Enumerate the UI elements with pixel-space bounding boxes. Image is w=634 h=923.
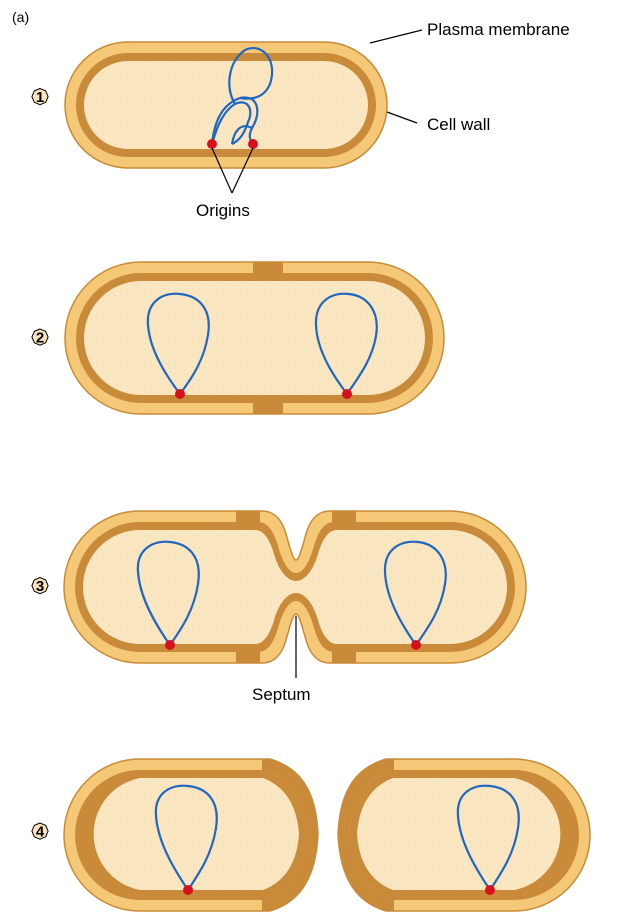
septum-wall bbox=[332, 511, 356, 522]
cytoplasm bbox=[84, 61, 368, 149]
cytoplasm bbox=[357, 778, 560, 890]
step-4-left-cell bbox=[64, 759, 318, 911]
origins-label: Origins bbox=[196, 201, 250, 220]
leader-line bbox=[370, 30, 422, 43]
step-number: 4 bbox=[36, 824, 45, 841]
step-badge-3: 3 bbox=[32, 578, 48, 596]
cytoplasm bbox=[84, 281, 425, 395]
origin-dot bbox=[485, 885, 495, 895]
septum-mark bbox=[253, 262, 283, 273]
panel-label: (a) bbox=[12, 9, 29, 25]
cytoplasm bbox=[94, 778, 299, 890]
septum-mark bbox=[253, 403, 283, 414]
septum-label: Septum bbox=[252, 685, 311, 704]
step-3-cell bbox=[64, 511, 526, 663]
step-badge-1: 1 bbox=[32, 89, 48, 107]
plasma-membrane-label: Plasma membrane bbox=[427, 20, 570, 39]
origin-dot bbox=[183, 885, 193, 895]
origin-dot bbox=[248, 139, 258, 149]
step-number: 2 bbox=[36, 330, 44, 347]
septum-wall bbox=[236, 511, 260, 522]
step-4-right-cell bbox=[338, 759, 590, 911]
origin-dot bbox=[342, 389, 352, 399]
origin-dot bbox=[411, 640, 421, 650]
step-number: 1 bbox=[36, 89, 44, 106]
origin-dot bbox=[207, 139, 217, 149]
septum-wall bbox=[332, 652, 356, 663]
step-badge-4: 4 bbox=[32, 823, 48, 841]
step-2-cell bbox=[65, 262, 444, 414]
septum-wall bbox=[236, 652, 260, 663]
step-number: 3 bbox=[36, 578, 44, 595]
step-badge-2: 2 bbox=[32, 329, 48, 347]
leader-line bbox=[387, 112, 417, 123]
origin-dot bbox=[175, 389, 185, 399]
cell-wall-label: Cell wall bbox=[427, 115, 490, 134]
step-1-cell bbox=[65, 42, 387, 168]
origin-dot bbox=[165, 640, 175, 650]
